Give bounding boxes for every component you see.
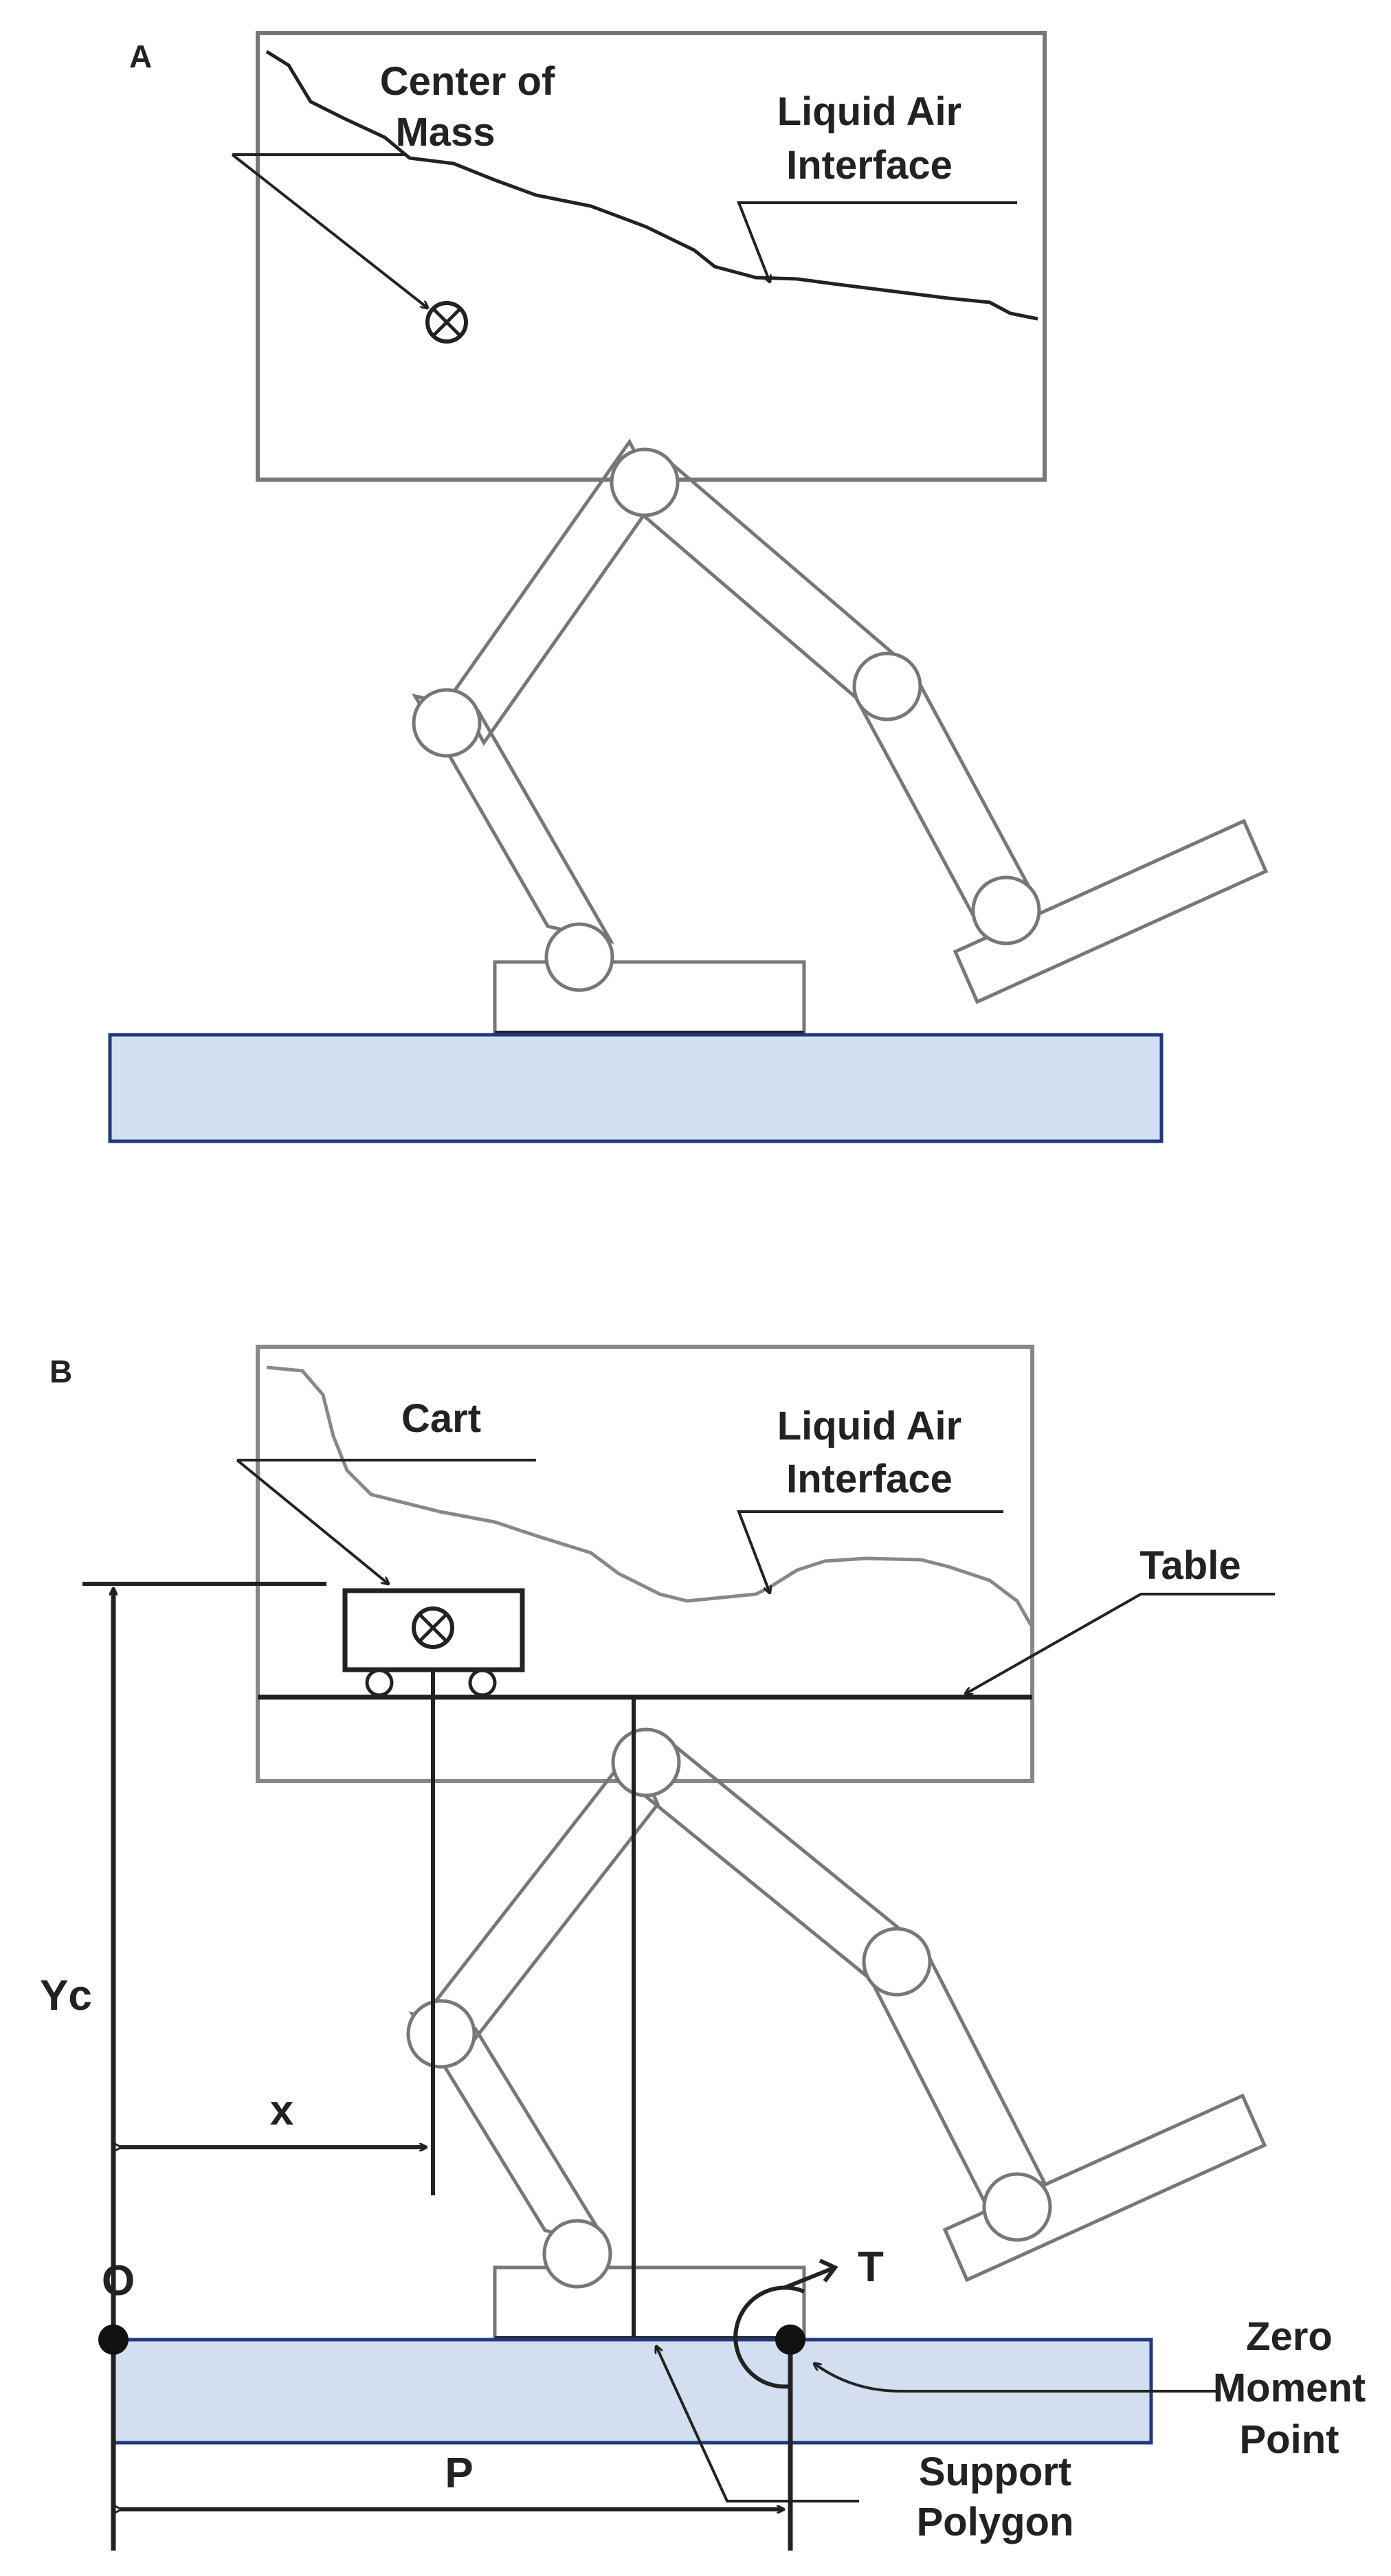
origin-label: O: [102, 2257, 135, 2305]
zmp-label-1: Zero: [1246, 2314, 1333, 2359]
panel-a-label: A: [129, 38, 152, 74]
floor-a: [108, 1033, 1164, 1143]
interface-label-b-1: Liquid Air: [777, 1404, 961, 1448]
panel-a: A Center of Mass Liquid Air Interface: [108, 31, 1269, 1143]
center-of-mass-label-1: Center of: [380, 59, 555, 104]
support-polygon-label-1: Support: [919, 2450, 1071, 2494]
com-leader-arrow: [231, 153, 427, 308]
table-label: Table: [1139, 1543, 1240, 1588]
interface-label-a-2: Interface: [786, 143, 953, 188]
panel-b-label: B: [49, 1354, 72, 1389]
interface-leader-a: [737, 201, 1017, 282]
zmp-leader: [814, 2364, 1216, 2393]
torque-arrowhead: [782, 2259, 838, 2290]
table-leader: [966, 1593, 1275, 1694]
zmp-label-2: Moment: [1213, 2366, 1366, 2410]
cart-label: Cart: [401, 1396, 481, 1441]
center-of-mass-label-2: Mass: [395, 110, 495, 155]
panel-b: B Cart Liquid Air Interface Table: [40, 1345, 1366, 2551]
robot-arm-a: [411, 438, 1269, 1036]
support-polygon-label-2: Polygon: [917, 2500, 1074, 2544]
yc-label: Yc: [40, 1972, 92, 2019]
zmp-label-3: Point: [1240, 2417, 1339, 2462]
torque-arc: [733, 2285, 805, 2389]
support-polygon-leader: [656, 2347, 859, 2502]
cart-leader-arrow: [236, 1459, 388, 1584]
torque-label: T: [858, 2243, 884, 2291]
robot-arm-b: [406, 1727, 1267, 2342]
p-label: P: [445, 2450, 473, 2497]
liquid-air-interface-a: [265, 49, 1038, 321]
interface-label-a-1: Liquid Air: [777, 89, 961, 134]
center-of-mass-symbol: [425, 301, 468, 344]
zmp-point: [775, 2325, 805, 2355]
interface-leader-b: [737, 1510, 1003, 1593]
interface-label-b-2: Interface: [786, 1457, 953, 1501]
origin-point: [98, 2325, 129, 2355]
x-label: x: [270, 2087, 294, 2134]
